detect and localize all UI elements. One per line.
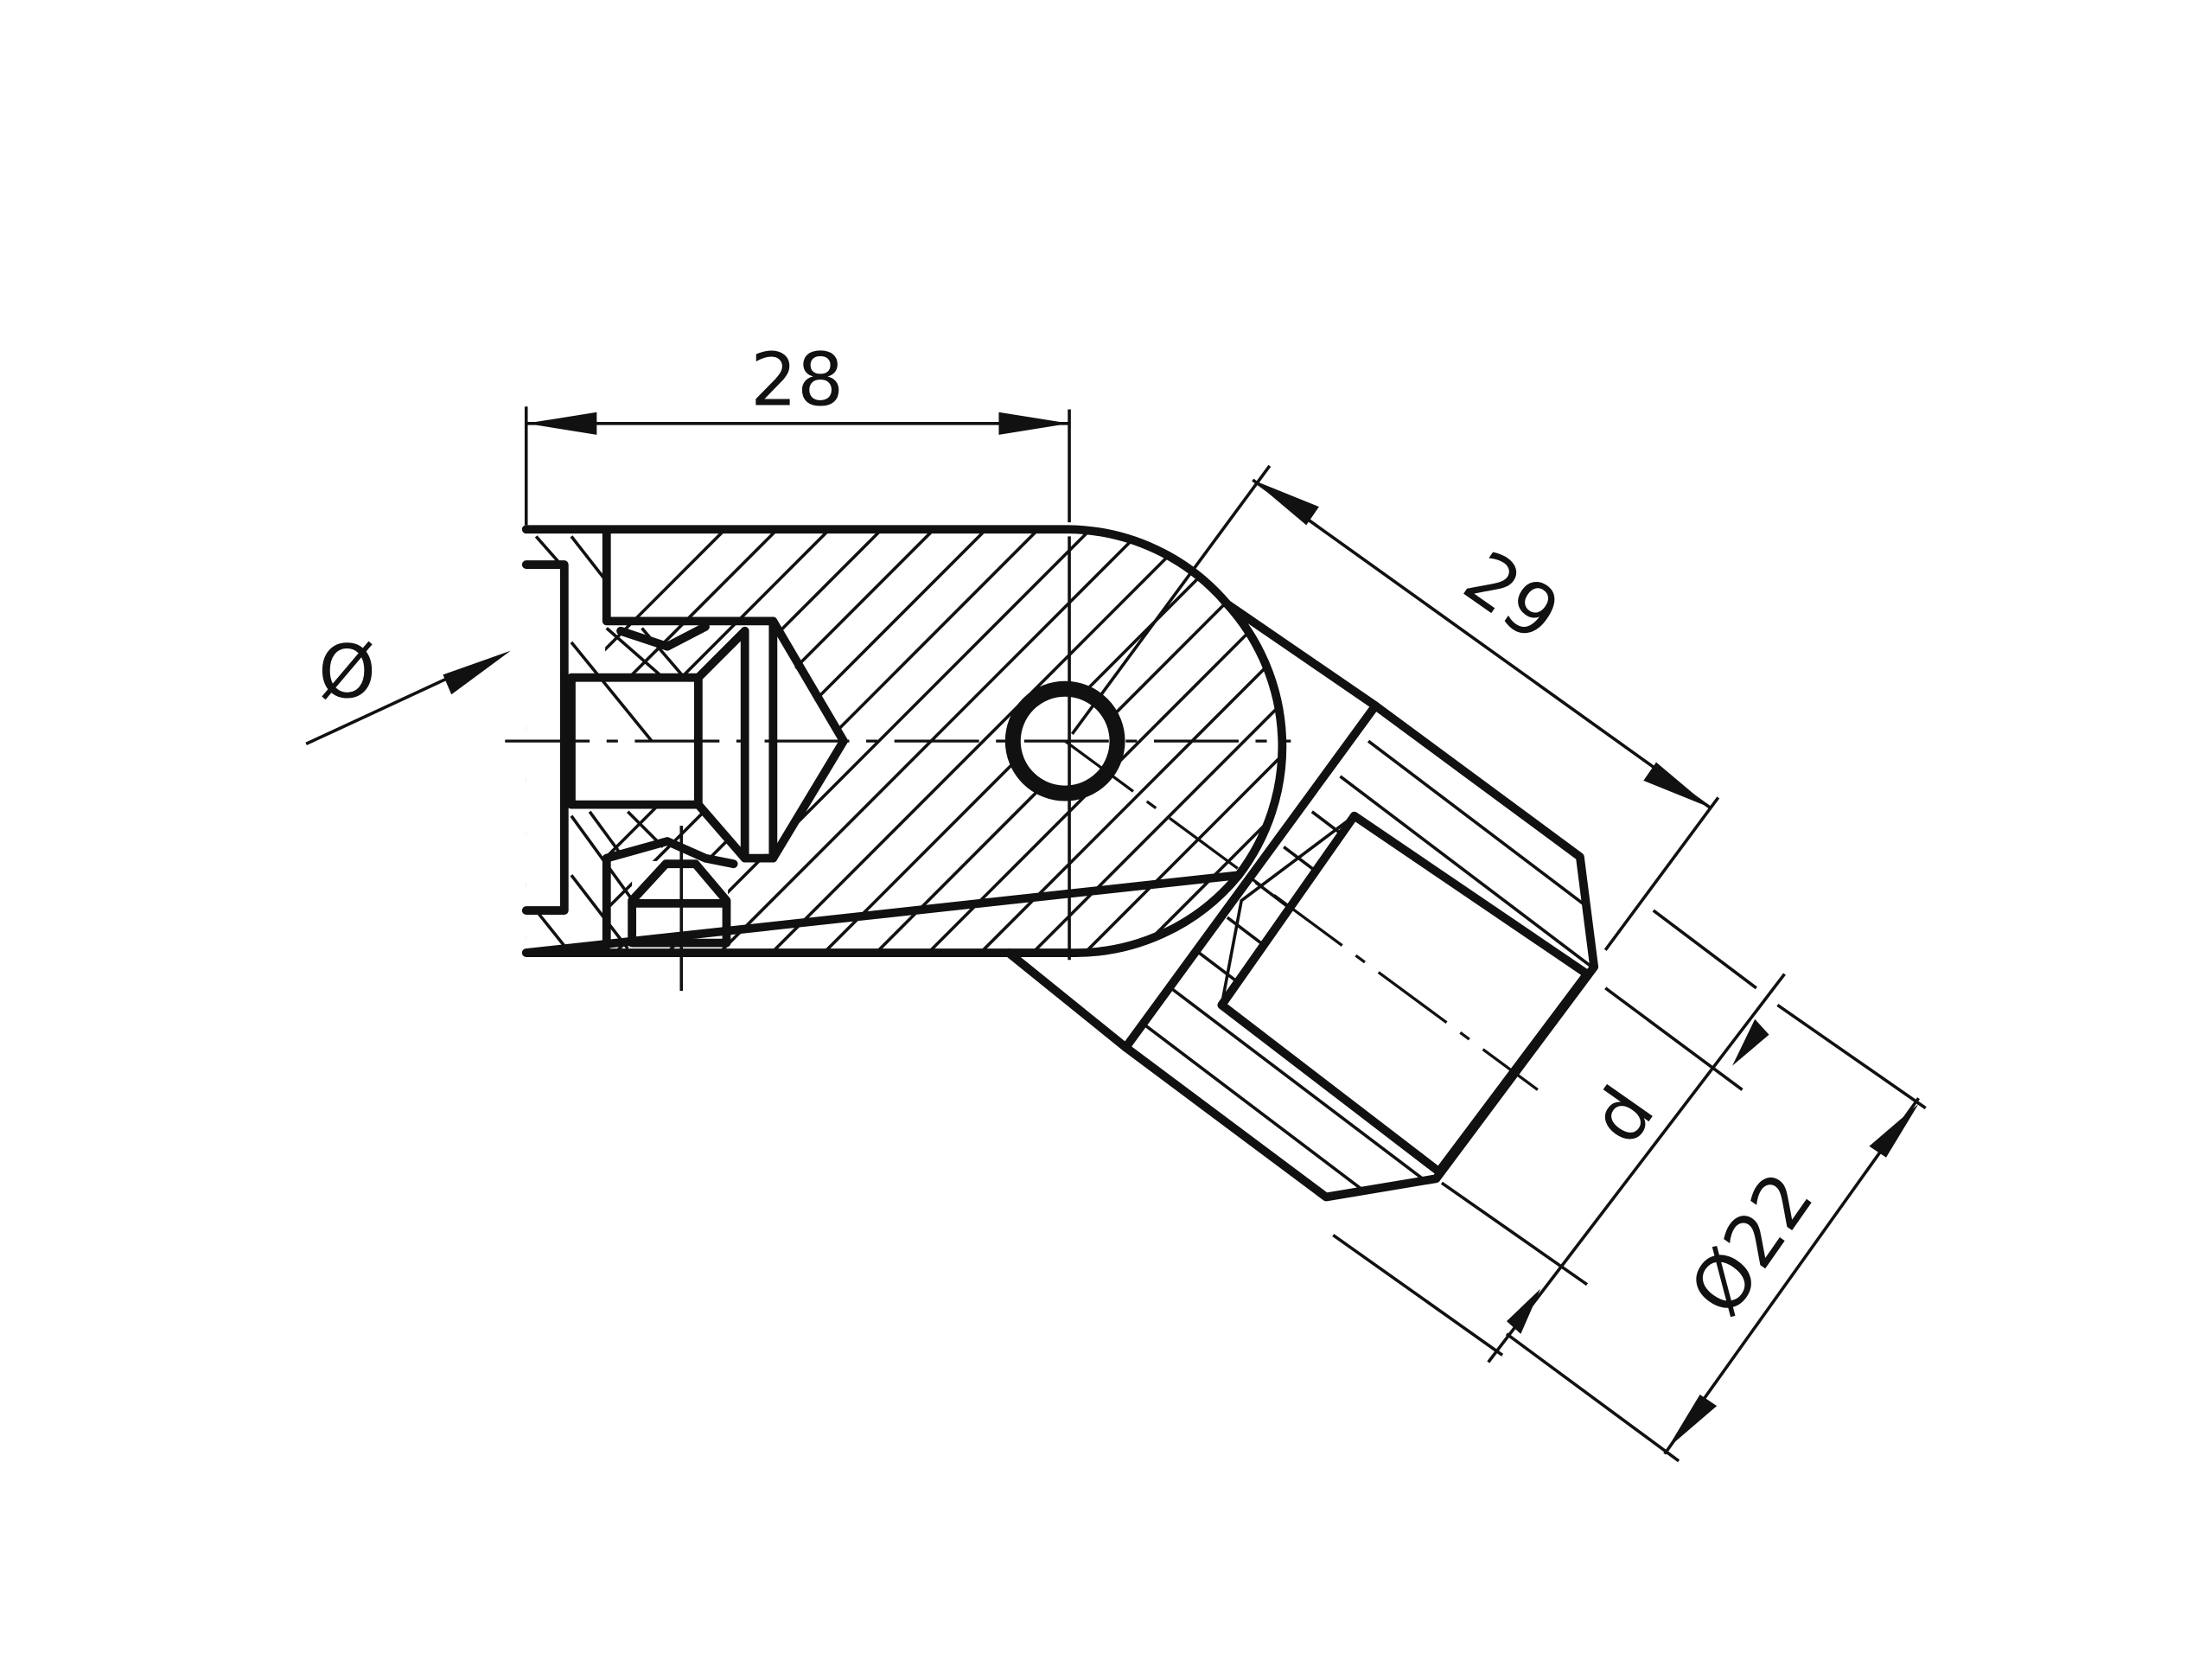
dimension-28: 28 xyxy=(524,338,1070,526)
dim-29-label: 29 xyxy=(1449,535,1574,659)
dim-28-label: 28 xyxy=(750,338,844,424)
set-screw xyxy=(628,826,731,992)
dim-d-label: d xyxy=(1575,1072,1672,1159)
phi-symbol-label: Ø xyxy=(318,630,376,716)
diameter-callout-left: Ø xyxy=(305,630,511,746)
pivot-pin xyxy=(1004,680,1125,801)
dim-22-label: Ø22 xyxy=(1673,1158,1830,1331)
center-lines xyxy=(505,409,1539,1091)
